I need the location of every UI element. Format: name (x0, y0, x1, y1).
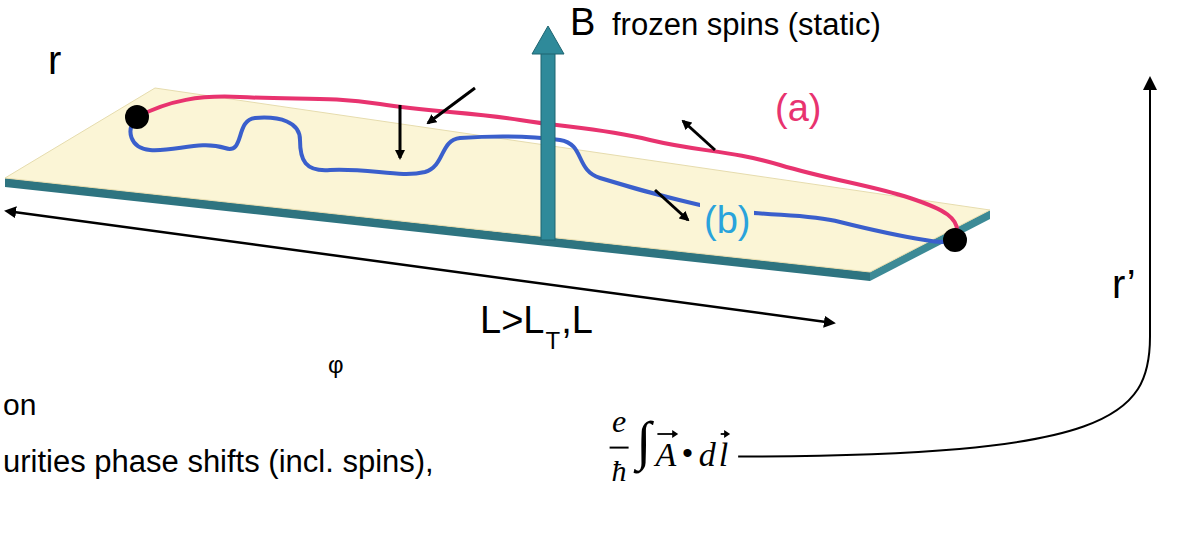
path-label: (a) (775, 88, 821, 130)
formula-symbol: e (612, 404, 626, 439)
length-label: L>L (480, 300, 544, 342)
field-arrowhead (532, 26, 564, 54)
pointer-arrowhead (1143, 76, 1157, 90)
caption-fragment: urities phase shifts (incl. spins), (3, 445, 434, 479)
subscript: T (545, 328, 560, 354)
sample-slab (5, 88, 990, 272)
length-label: ,L (561, 300, 593, 342)
formula-symbol: • (682, 436, 693, 469)
formula-symbol: d (699, 436, 716, 473)
spin-arrow (655, 190, 688, 220)
point-label: r (48, 38, 61, 82)
field-label: B (570, 2, 595, 44)
note-text: frozen spins (static) (612, 8, 881, 42)
formula-symbol: ∫ (637, 412, 652, 471)
formula-symbol: A (655, 436, 676, 473)
path-label: (b) (700, 200, 754, 242)
spin-arrow (428, 88, 475, 123)
vector-arrow (657, 433, 674, 435)
spin-arrow (683, 121, 715, 150)
spin-arrow (399, 105, 402, 158)
endpoint-dot (943, 228, 967, 252)
formula-symbol: l (719, 436, 728, 473)
formula-symbol: ħ (612, 454, 627, 487)
subscript: φ (328, 352, 344, 378)
fraction-bar (610, 447, 629, 449)
point-label: r’ (1112, 262, 1136, 306)
caption-fragment: on (3, 388, 36, 421)
endpoint-dot (125, 105, 149, 129)
field-arrow (541, 52, 555, 240)
pointer-line (738, 88, 1150, 457)
